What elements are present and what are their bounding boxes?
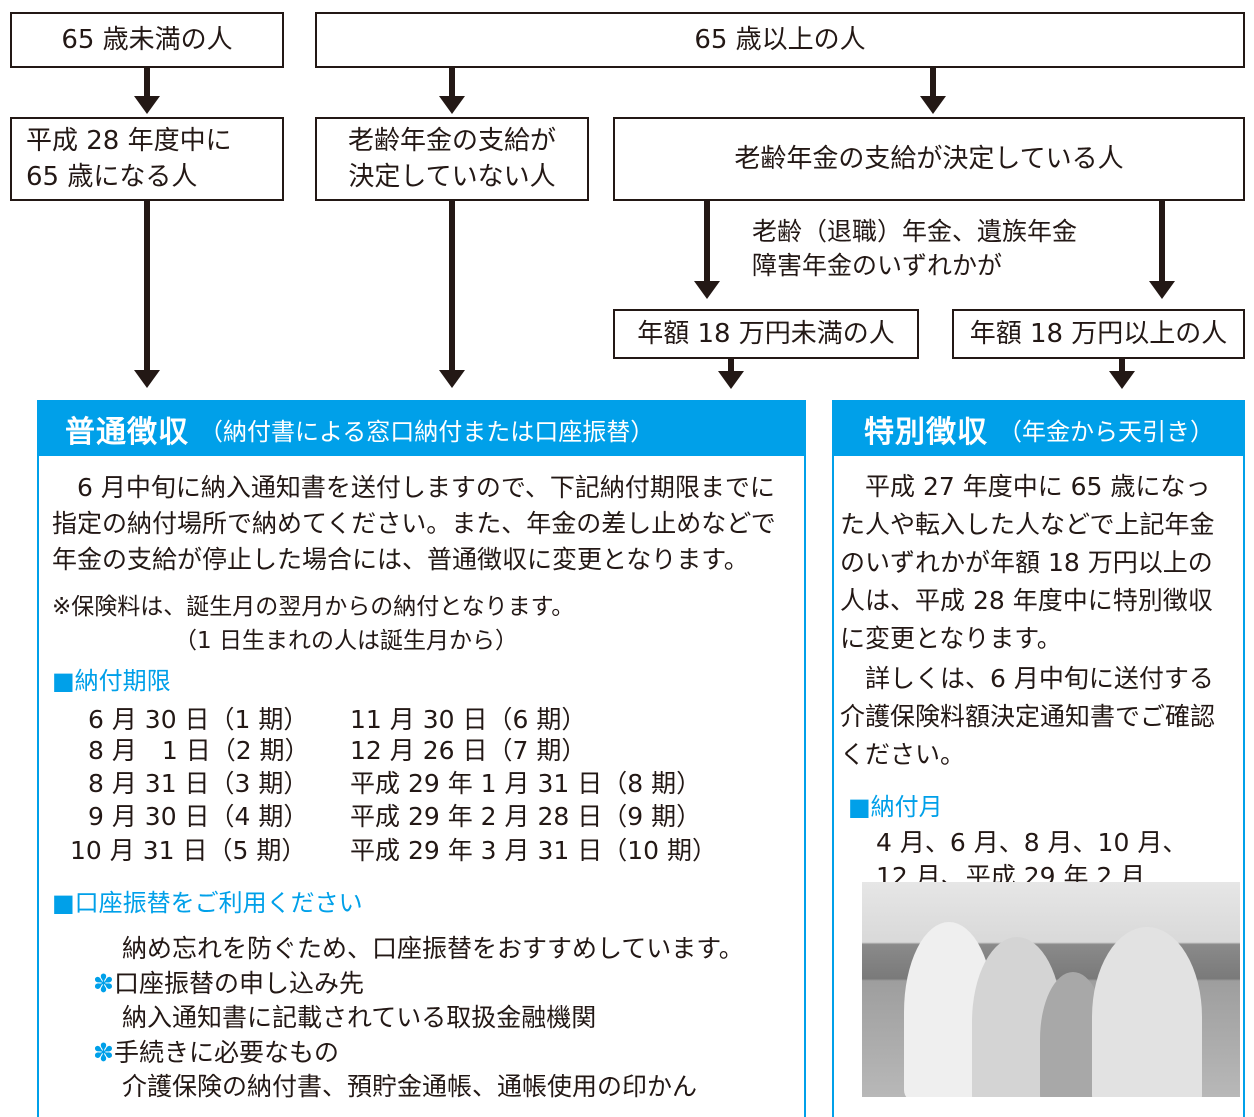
special-body-2: 詳しくは、6 月中旬に送付する 介護保険料額決定通知書でご確認 ください。 [840, 660, 1215, 774]
deadline-left-2: 8 月 1 日（2 期） [88, 736, 310, 765]
payment-month-heading: ■納付月 [848, 793, 943, 821]
box-pension-not-decided-line2: 決定していない人 [348, 162, 556, 192]
box-over-65: 65 歳以上の人 [315, 12, 1245, 68]
arrow-decided-right-shaft [1159, 201, 1165, 283]
normal-collection-header: 普通徴収 （納付書による窓口納付または口座振替） [39, 402, 804, 456]
normal-body-line2: 指定の納付場所で納めてください。また、年金の差し止めなどで [52, 509, 776, 538]
arrow-not-decided-shaft [449, 201, 455, 371]
normal-note-first-day: （1 日生まれの人は誕生月から） [174, 628, 518, 654]
arrow-over65-right-shaft [930, 68, 936, 98]
arrow-decided-left-shaft [704, 201, 710, 283]
arrow-not-decided-head [439, 370, 465, 388]
arrow-decided-right-head [1149, 281, 1175, 299]
family-photo [862, 882, 1240, 1097]
normal-body: 6 月中旬に納入通知書を送付しますので、下記納付期限までに 指定の納付場所で納め… [52, 470, 776, 578]
normal-collection-title: 普通徴収 [65, 415, 189, 450]
box-under-65-label: 65 歳未満の人 [61, 25, 233, 55]
normal-collection-subtitle: （納付書による窓口納付または口座振替） [199, 417, 655, 446]
box-under-18man: 年額 18 万円未満の人 [613, 309, 919, 359]
need-heading-row: ✽手続きに必要なもの [93, 1036, 339, 1070]
box-over-65-label: 65 歳以上の人 [694, 25, 866, 55]
deadline-right-1: 11 月 30 日（6 期） [350, 705, 587, 734]
deadline-left-5: 10 月 31 日（5 期） [70, 836, 307, 865]
arrow-under65-head [134, 96, 160, 114]
flower-bullet-icon: ✽ [93, 1038, 114, 1067]
arrow-turning65-head [134, 370, 160, 388]
special-body-2-line3: ください。 [840, 740, 966, 769]
arrow-over18-shaft [1119, 359, 1125, 373]
payment-months-line1: 4 月、6 月、8 月、10 月、 [876, 828, 1188, 857]
deadline-left-3: 8 月 31 日（3 期） [88, 769, 309, 798]
deadline-right-4: 平成 29 年 2 月 28 日（9 期） [350, 802, 702, 831]
deadline-left-1: 6 月 30 日（1 期） [88, 705, 309, 734]
box-turning-65: 平成 28 年度中に 65 歳になる人 [10, 117, 284, 201]
special-collection-header: 特別徴収 （年金から天引き） [834, 402, 1243, 456]
deadline-right-5: 平成 29 年 3 月 31 日（10 期） [350, 836, 717, 865]
special-body-1-line4: 人は、平成 28 年度中に特別徴収 [840, 586, 1213, 615]
box-over-18man: 年額 18 万円以上の人 [952, 309, 1245, 359]
special-body-1-line3: のいずれかが年額 18 万円以上の [840, 548, 1213, 577]
deadline-right-3: 平成 29 年 1 月 31 日（8 期） [350, 769, 702, 798]
special-body-1-line5: に変更となります。 [840, 624, 1062, 653]
normal-body-line3: 年金の支給が停止した場合には、普通徴収に変更となります。 [52, 545, 749, 574]
flower-bullet-icon: ✽ [93, 969, 114, 998]
special-body-1-line1: 平成 27 年度中に 65 歳になっ [840, 472, 1211, 501]
box-pension-not-decided: 老齢年金の支給が決定していない人 [315, 117, 589, 201]
box-under-18man-label: 年額 18 万円未満の人 [637, 319, 895, 349]
arrow-over65-right-head [920, 96, 946, 114]
box-pension-decided: 老齢年金の支給が決定している人 [613, 117, 1245, 201]
arrow-decided-left-head [694, 281, 720, 299]
apply-heading-row: ✽口座振替の申し込み先 [93, 967, 364, 1001]
special-body-1: 平成 27 年度中に 65 歳になっ た人や転入した人などで上記年金 のいずれか… [840, 468, 1215, 658]
special-body-1-line2: た人や転入した人などで上記年金 [840, 510, 1215, 539]
special-body-2-line2: 介護保険料額決定通知書でご確認 [840, 702, 1216, 731]
box-over-18man-label: 年額 18 万円以上の人 [969, 319, 1228, 349]
deadline-heading: ■納付期限 [52, 667, 171, 695]
special-collection-title: 特別徴収 [864, 415, 988, 450]
arrow-under65-shaft [144, 68, 150, 98]
box-pension-decided-label: 老齢年金の支給が決定している人 [734, 144, 1124, 174]
deadline-left-4: 9 月 30 日（4 期） [88, 802, 309, 831]
need-body: 介護保険の納付書、預貯金通帳、通帳使用の印かん [122, 1072, 698, 1101]
pension-condition-line1: 老齢（退職）年金、遺族年金 [752, 217, 1078, 246]
normal-body-line1: 6 月中旬に納入通知書を送付しますので、下記納付期限までに [52, 473, 775, 502]
special-collection-panel: 特別徴収 （年金から天引き） [832, 400, 1245, 1117]
transfer-body: 納め忘れを防ぐため、口座振替をおすすめしています。 [122, 934, 744, 963]
box-turning-65-line2: 65 歳になる人 [26, 162, 198, 192]
pension-condition-line2: 障害年金のいずれかが [752, 251, 1003, 280]
box-under-65: 65 歳未満の人 [10, 12, 284, 68]
arrow-under18-shaft [728, 359, 734, 373]
pension-condition-note: 老齢（退職）年金、遺族年金 障害年金のいずれかが [752, 215, 1077, 283]
family-photo-grandfather [1092, 927, 1202, 1097]
need-heading: 手続きに必要なもの [113, 1038, 339, 1067]
arrow-under18-head [718, 371, 744, 389]
arrow-turning65-shaft [144, 201, 150, 371]
normal-note-premium: ※保険料は、誕生月の翌月からの納付となります。 [52, 594, 575, 620]
arrow-over65-left-shaft [449, 68, 455, 98]
apply-heading: 口座振替の申し込み先 [113, 969, 364, 998]
special-body-2-line1: 詳しくは、6 月中旬に送付する [840, 664, 1214, 693]
box-pension-not-decided-line1: 老齢年金の支給が [347, 126, 556, 156]
transfer-heading: ■口座振替をご利用ください [52, 889, 363, 917]
deadline-right-2: 12 月 26 日（7 期） [350, 736, 587, 765]
apply-body: 納入通知書に記載されている取扱金融機関 [122, 1003, 597, 1032]
arrow-over65-left-head [439, 96, 465, 114]
special-collection-subtitle: （年金から天引き） [998, 417, 1214, 446]
normal-collection-panel: 普通徴収 （納付書による窓口納付または口座振替） [37, 400, 806, 1117]
arrow-over18-head [1109, 371, 1135, 389]
box-turning-65-line1: 平成 28 年度中に [26, 126, 232, 156]
